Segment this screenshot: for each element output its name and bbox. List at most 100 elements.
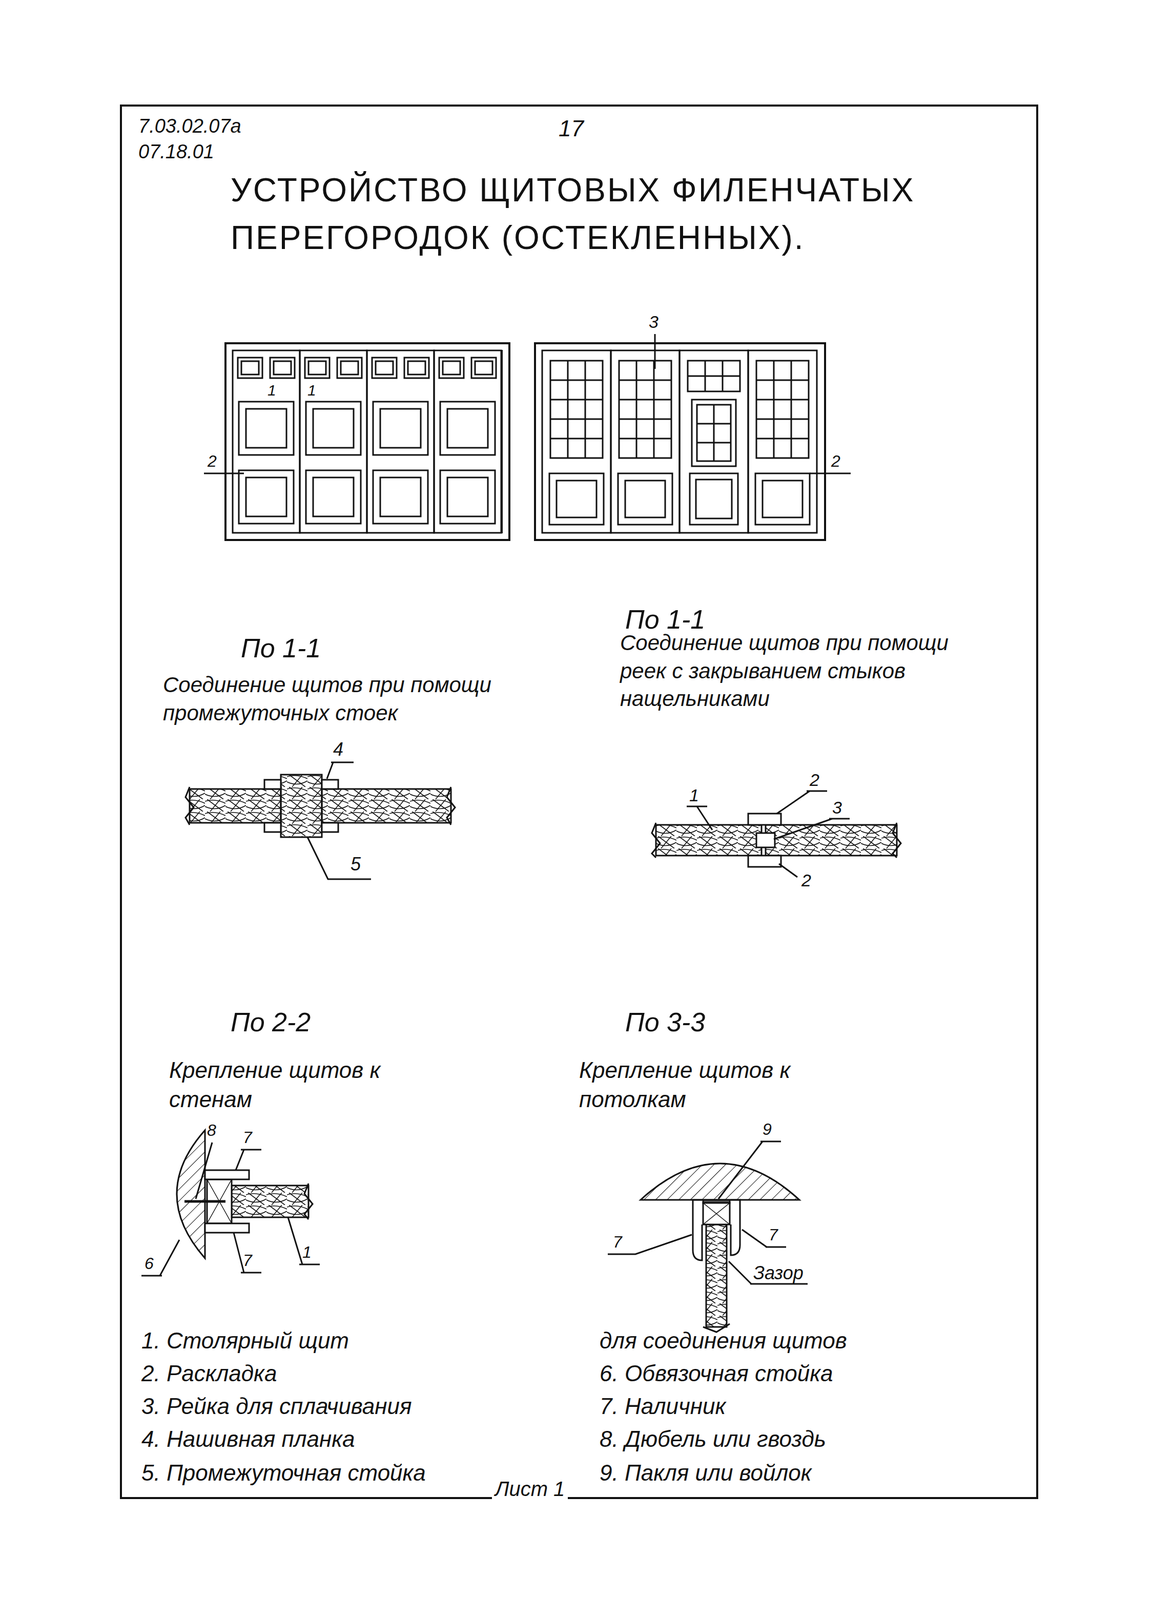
- elevation-left-part: [232, 350, 300, 533]
- section-wall: [141, 1130, 320, 1277]
- callout-number-wrap: 7: [768, 1224, 778, 1247]
- section-ceiling-part: [692, 1200, 703, 1261]
- page-number: 17: [558, 113, 584, 143]
- section-rails-part: [776, 791, 828, 814]
- callout-number: 9: [762, 1119, 772, 1141]
- callout-number: 4: [333, 737, 344, 763]
- elevation-left-part: [203, 472, 244, 475]
- section-ceiling-part: [742, 1229, 787, 1248]
- sheet-frame: [120, 105, 1038, 1499]
- section-ceiling-part: [703, 1203, 730, 1225]
- section-wall-part: [204, 1170, 250, 1180]
- section-heading-wrap: По 2-2: [230, 1005, 311, 1041]
- part-list-item: 5. Промежуточная стойка: [141, 1458, 426, 1488]
- section-mark: 1: [307, 380, 317, 401]
- part-list-item-wrap: 9. Пакля или войлок: [599, 1458, 812, 1488]
- part-list-item: 4. Нашивная планка: [141, 1424, 356, 1454]
- part-list-item-wrap: 7. Наличник: [599, 1391, 726, 1422]
- section-caption-wrap: Крепление щитов к стенам: [169, 1055, 410, 1115]
- elevation-left-part: [434, 350, 502, 533]
- section-heading: По 2-2: [230, 1005, 311, 1041]
- section-caption-wrap: Соединение щитов при помощи реек с закры…: [620, 629, 954, 714]
- callout-number-wrap: 2: [801, 869, 812, 892]
- section-mark-wrap: 2: [831, 450, 841, 473]
- section-posts-part: [326, 762, 354, 779]
- section-ceiling-part: [718, 1141, 781, 1200]
- section-caption-wrap: Соединение щитов при помощи промежуточны…: [162, 671, 563, 728]
- callout-number: 6: [144, 1253, 154, 1275]
- section-rails-part: [655, 825, 762, 856]
- part-list-item: 9. Пакля или войлок: [599, 1458, 812, 1488]
- sheet-code: 7.03.02.07а: [138, 113, 242, 139]
- section-posts-part: [280, 774, 322, 838]
- section-mark-wrap: 2: [207, 450, 217, 473]
- sheet-title: УСТРОЙСТВО ЩИТОВЫХ ФИЛЕНЧАТЫХ ПЕРЕГОРОДО…: [230, 166, 1020, 262]
- section-caption: Соединение щитов при помощи реек с закры…: [620, 629, 954, 714]
- callout-number-wrap: 9: [762, 1119, 772, 1141]
- section-mark: 1: [267, 380, 277, 401]
- sheet-code-wrap: 07.18.01: [138, 139, 215, 165]
- part-list-item-wrap: 6. Обвязочная стойка: [599, 1359, 833, 1389]
- section-rails: [651, 791, 901, 878]
- callout-number-wrap: 2: [809, 768, 820, 792]
- callout-number-wrap: 4: [333, 737, 344, 763]
- sheet-number: Лист 1: [491, 1475, 568, 1503]
- section-rails-part: [756, 833, 775, 848]
- callout-number: 3: [832, 796, 842, 819]
- callout-number-wrap: 8: [207, 1120, 217, 1142]
- page-number-wrap: 17: [558, 113, 584, 143]
- section-ceiling-part: [730, 1200, 740, 1256]
- callout-number: 7: [242, 1250, 253, 1272]
- part-list-item: 8. Дюбель или гвоздь: [599, 1424, 827, 1454]
- callout-number-wrap: 5: [350, 852, 361, 877]
- section-heading-wrap: По 3-3: [625, 1005, 706, 1041]
- callout-number: 1: [302, 1242, 312, 1264]
- section-posts-part: [264, 779, 281, 790]
- part-list-item-wrap: 1. Столярный щит: [141, 1326, 349, 1356]
- elevation-right-part: [535, 343, 826, 541]
- section-mark: 2: [207, 450, 217, 473]
- section-rails-part: [651, 823, 901, 858]
- part-list-item-wrap: 4. Нашивная планка: [141, 1424, 356, 1454]
- section-rails-part: [773, 818, 850, 840]
- section-caption-wrap: Крепление щитов к потолкам: [579, 1055, 846, 1115]
- elevation-left: [203, 343, 510, 541]
- section-rails-part: [765, 825, 897, 856]
- elevation-left-part: [232, 350, 503, 533]
- elevation-right-part: [679, 350, 749, 533]
- elevation-right-part: [542, 350, 817, 533]
- section-posts-part: [321, 789, 451, 824]
- section-wall-part: [304, 1183, 313, 1220]
- section-wall-part: [288, 1217, 320, 1265]
- callout-number: 1: [689, 784, 699, 807]
- part-list-item-wrap: 2. Раскладка: [141, 1359, 277, 1389]
- sheet-code: 07.18.01: [138, 139, 215, 165]
- sheet-frame-part: [120, 105, 1038, 1499]
- section-wall-part: [233, 1232, 262, 1273]
- section-mark-wrap: 3: [648, 310, 659, 334]
- elevation-right-part: [542, 350, 611, 533]
- section-ceiling-part: [703, 1203, 730, 1225]
- section-rails-part: [748, 855, 781, 868]
- gap-note: Зазор: [753, 1261, 804, 1286]
- callout-number-wrap: 1: [689, 784, 699, 807]
- title-block: УСТРОЙСТВО ЩИТОВЫХ ФИЛЕНЧАТЫХ ПЕРЕГОРОДО…: [230, 166, 1020, 262]
- part-list-item-wrap: для соединения щитов: [599, 1326, 848, 1356]
- section-wall-part: [176, 1130, 205, 1259]
- section-posts-part: [307, 837, 372, 880]
- section-caption: Крепление щитов к стенам: [169, 1055, 410, 1115]
- callout-number: 7: [242, 1127, 253, 1149]
- section-posts-part: [264, 823, 281, 833]
- section-posts-part: [321, 779, 339, 790]
- section-posts: [185, 762, 456, 880]
- section-wall-part: [195, 1142, 213, 1200]
- section-ceiling: [607, 1141, 808, 1333]
- part-list-item: 6. Обвязочная стойка: [599, 1359, 833, 1389]
- part-list-item: 2. Раскладка: [141, 1359, 277, 1389]
- section-rails-part: [778, 864, 798, 878]
- section-ceiling-part: [706, 1224, 727, 1328]
- section-posts-part: [321, 823, 339, 833]
- elevation-left-part: [225, 343, 510, 541]
- elevation-right-part: [809, 472, 851, 475]
